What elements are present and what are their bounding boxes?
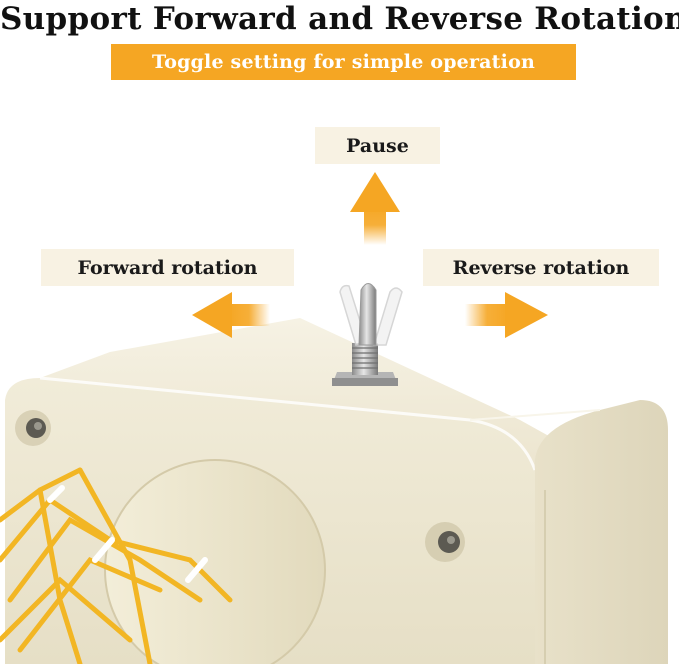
arrow-up-icon xyxy=(350,172,400,245)
subtitle-banner: Toggle setting for simple operation xyxy=(111,44,576,80)
arrow-right-icon xyxy=(465,292,548,338)
forward-rotation-label: Forward rotation xyxy=(77,256,258,279)
pause-label: Pause xyxy=(346,134,409,157)
pause-label-box: Pause xyxy=(315,127,440,164)
reverse-rotation-label-box: Reverse rotation xyxy=(423,249,659,286)
reverse-rotation-label: Reverse rotation xyxy=(452,256,630,279)
arrow-left-icon xyxy=(192,292,270,338)
forward-rotation-label-box: Forward rotation xyxy=(41,249,294,286)
subtitle-text: Toggle setting for simple operation xyxy=(152,51,535,73)
page-title: Support Forward and Reverse Rotation xyxy=(0,1,679,37)
